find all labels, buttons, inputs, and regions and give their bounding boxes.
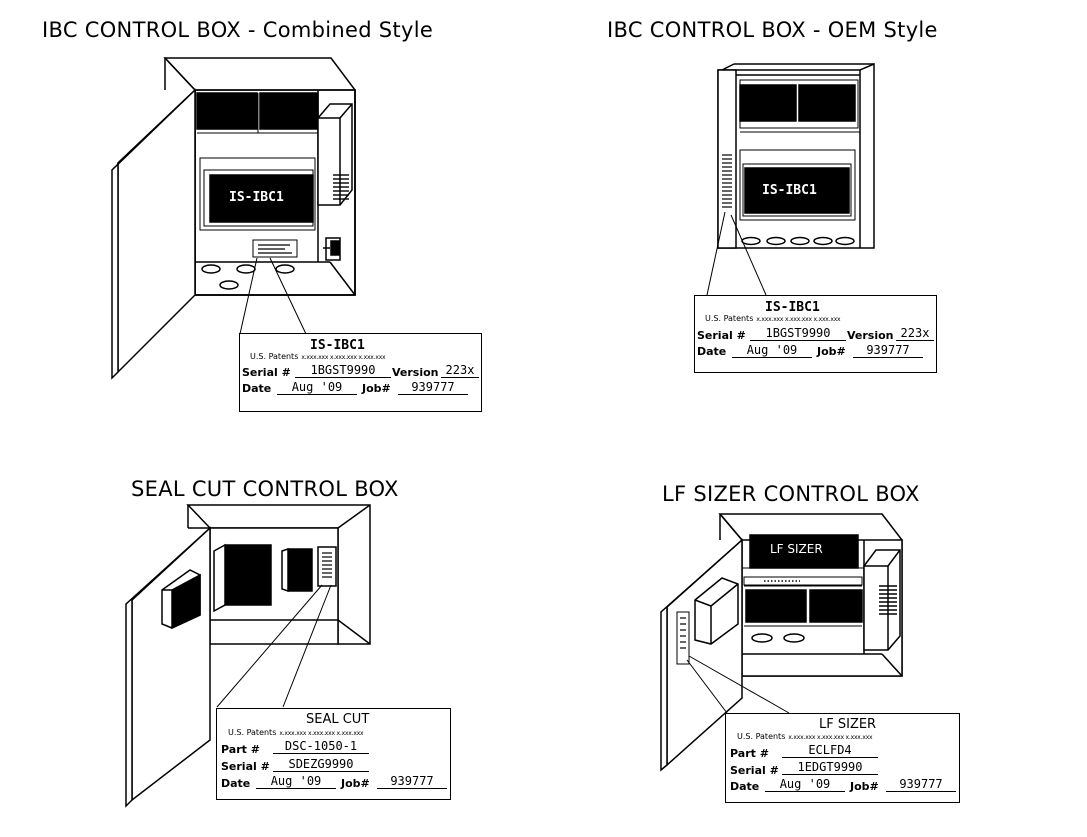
oem-serial-value: 1BGST9990 — [750, 327, 846, 341]
lf-sizer-date-label: Date — [730, 780, 760, 793]
lf-sizer-patents-numbers: x.xxx.xxx x.xxx.xxx x.xxx.xxx — [788, 734, 873, 741]
title-seal-cut: SEAL CUT CONTROL BOX — [131, 477, 399, 501]
combined-patents-label: U.S. Patents — [250, 352, 299, 361]
oem-version-label: Version — [847, 329, 894, 342]
title-lf-sizer: LF SIZER CONTROL BOX — [662, 482, 920, 506]
lf-sizer-part-label: Part # — [730, 747, 769, 760]
lf-sizer-module-label: LF SIZER — [770, 542, 823, 556]
lf-sizer-job-label: Job# — [850, 780, 879, 793]
oem-product-name: IS-IBC1 — [765, 300, 820, 315]
lf-sizer-date-value: Aug '09 — [765, 778, 845, 792]
oem-date-label: Date — [697, 345, 727, 358]
seal-cut-serial-value: SDEZG9990 — [273, 758, 369, 772]
oem-job-value: 939777 — [853, 344, 923, 358]
lf-sizer-serial-label: Serial # — [730, 764, 779, 777]
lf-sizer-product-name: LF SIZER — [819, 717, 877, 732]
seal-cut-part-value: DSC-1050-1 — [273, 740, 369, 754]
lf-sizer-patents-label: U.S. Patents — [737, 732, 786, 741]
combined-product-name: IS-IBC1 — [310, 338, 365, 353]
lf-sizer-job-value: 939777 — [886, 778, 956, 792]
seal-cut-date-value: Aug '09 — [256, 775, 336, 789]
seal-cut-job-value: 939777 — [377, 775, 447, 789]
seal-cut-part-label: Part # — [221, 743, 260, 756]
oem-serial-label: Serial # — [697, 329, 746, 342]
oem-job-label: Job# — [817, 345, 846, 358]
combined-control-box — [111, 57, 356, 380]
oem-module-label: IS-IBC1 — [762, 183, 817, 198]
lf-sizer-control-box — [660, 513, 903, 772]
seal-cut-job-label: Job# — [341, 777, 370, 790]
title-oem: IBC CONTROL BOX - OEM Style — [607, 18, 938, 42]
oem-version-value: 223x — [896, 327, 934, 341]
oem-date-value: Aug '09 — [732, 344, 812, 358]
combined-date-value: Aug '09 — [277, 381, 357, 395]
lf-sizer-serial-value: 1EDGT9990 — [782, 761, 878, 775]
combined-serial-label: Serial # — [242, 366, 291, 379]
combined-serial-value: 1BGST9990 — [295, 364, 391, 378]
lf-sizer-part-value: ECLFD4 — [782, 744, 878, 758]
combined-job-value: 939777 — [398, 381, 468, 395]
seal-cut-control-box — [125, 504, 371, 808]
oem-control-box — [706, 62, 875, 296]
oem-patents-numbers: x.xxx.xxx x.xxx.xxx x.xxx.xxx — [756, 316, 841, 323]
seal-cut-date-label: Date — [221, 777, 251, 790]
oem-patents-label: U.S. Patents — [705, 314, 754, 323]
title-combined: IBC CONTROL BOX - Combined Style — [42, 18, 434, 42]
seal-cut-patents-numbers: x.xxx.xxx x.xxx.xxx x.xxx.xxx — [279, 730, 364, 737]
combined-version-label: Version — [392, 366, 439, 379]
combined-patents-numbers: x.xxx.xxx x.xxx.xxx x.xxx.xxx — [301, 354, 386, 361]
combined-date-label: Date — [242, 382, 272, 395]
seal-cut-product-name: SEAL CUT — [306, 712, 370, 727]
seal-cut-serial-label: Serial # — [221, 760, 270, 773]
combined-version-value: 223x — [441, 364, 479, 378]
combined-job-label: Job# — [362, 382, 391, 395]
combined-module-label: IS-IBC1 — [229, 190, 284, 205]
seal-cut-patents-label: U.S. Patents — [228, 728, 277, 737]
